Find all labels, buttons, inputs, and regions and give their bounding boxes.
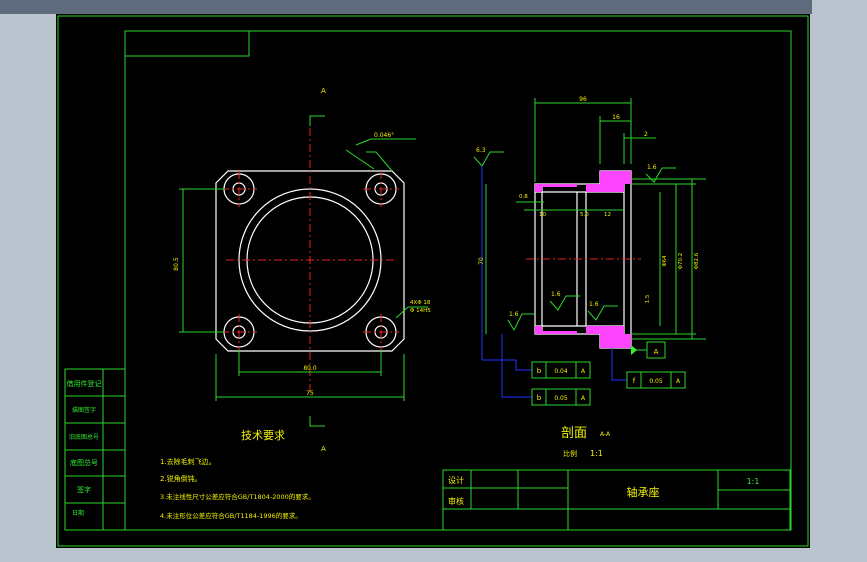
rough-1: 6.3: [476, 147, 486, 154]
dim-2: 2: [644, 131, 648, 138]
dim-phi-2: Φ70.2: [678, 253, 684, 270]
dim-12: 12: [604, 212, 611, 218]
svg-text:f: f: [633, 377, 636, 385]
tolerance-frame-2: b 0.05 A: [531, 388, 591, 406]
title-part-name: 轴承座: [627, 485, 660, 499]
window-top-strip: [0, 0, 867, 14]
note-3: 3.未注线性尺寸公差应符合GB/T1804-2000的要求。: [160, 492, 315, 501]
svg-text:0.05: 0.05: [554, 395, 568, 402]
dim-overall: 75: [306, 390, 314, 397]
svg-text:b: b: [537, 394, 542, 402]
tech-notes: 技术要求 1.去除毛刺飞边。 2.锐角倒钝。 3.未注线性尺寸公差应符合GB/T…: [160, 429, 315, 520]
tolerance-frame-3: f 0.05 A: [626, 371, 686, 389]
drawing-sheet[interactable]: 借用件登记 描图签字 旧底图总号 底图总号 签字 日期 设计 审核 轴承座 1:…: [56, 14, 810, 548]
dim-0-8: 0.8: [519, 194, 528, 200]
dim-hole-2: Φ 14H5: [410, 308, 431, 314]
section-view: 96 16 2 6.3 1.6: [473, 96, 706, 458]
rough-3: 1.6: [551, 291, 561, 298]
view-label-bottom: A: [321, 445, 326, 453]
dim-phi-1: Φ64: [662, 255, 668, 267]
svg-text:A: A: [676, 378, 681, 385]
side-cell-4: 底图总号: [70, 458, 98, 467]
dim-96: 96: [579, 96, 587, 103]
svg-text:0.04: 0.04: [554, 368, 568, 375]
rough-2: 1.6: [647, 164, 657, 171]
svg-text:0.05: 0.05: [649, 378, 663, 385]
drawing-canvas[interactable]: 借用件登记 描图签字 旧底图总号 底图总号 签字 日期 设计 审核 轴承座 1:…: [56, 14, 810, 548]
view-arrow-top: [309, 115, 325, 126]
note-2: 2.锐角倒钝。: [160, 474, 202, 483]
datum-a: A: [654, 348, 659, 356]
front-view: A A 80.5 80.0 75 0.046°: [173, 87, 431, 453]
title-design-label: 设计: [448, 475, 464, 485]
corner-tag-box: [124, 30, 250, 57]
view-label-top: A: [321, 87, 326, 95]
title-block: 设计 审核 轴承座 1:1: [442, 469, 791, 531]
rough-5: 1.6: [509, 311, 519, 318]
svg-text:b: b: [537, 367, 542, 375]
note-1: 1.去除毛刺飞边。: [160, 457, 216, 466]
side-cell-1: 借用件登记: [67, 379, 102, 388]
dim-5: 5.0: [580, 212, 589, 218]
dim-chamfer: 1.5: [645, 294, 651, 303]
left-info-block: 借用件登记 描图签字 旧底图总号 底图总号 签字 日期: [64, 368, 126, 531]
side-cell-2: 描图签字: [72, 406, 96, 414]
dim-phi-3: Φ82.6: [694, 252, 700, 269]
scale-value: 1:1: [590, 449, 603, 458]
dim-16: 16: [612, 114, 620, 121]
tech-title: 技术要求: [241, 429, 285, 442]
side-cell-3: 旧底图总号: [69, 433, 99, 441]
dim-inner-bottom: 80.0: [303, 365, 317, 372]
inner-border: [124, 30, 792, 531]
dim-vert-left: 80.5: [173, 257, 180, 271]
dim-hole-1: 4XΦ 18: [410, 300, 431, 306]
tolerance-frame-1: b 0.04 A: [531, 361, 591, 379]
view-arrow-bottom: [309, 416, 325, 427]
title-scale: 1:1: [747, 477, 760, 486]
section-sub: A-A: [600, 431, 611, 438]
rough-4: 1.6: [589, 301, 599, 308]
side-cell-5: 签字: [77, 485, 91, 494]
outer-border: [57, 15, 809, 547]
svg-text:A: A: [581, 395, 586, 402]
note-4: 4.未注形位公差应符合GB/T1184-1996的要求。: [160, 511, 302, 520]
dim-top-angle: 0.046°: [374, 132, 394, 139]
section-label: 剖面: [561, 426, 587, 441]
svg-text:A: A: [581, 368, 586, 375]
scale-label: 比例: [563, 449, 577, 458]
plate-outline: [215, 170, 405, 352]
side-cell-6: 日期: [72, 509, 84, 517]
title-check-label: 审核: [448, 496, 464, 506]
dim-10: 10: [539, 212, 546, 218]
dim-vert-sec: 70: [478, 257, 485, 265]
window-right-margin: [812, 0, 867, 562]
